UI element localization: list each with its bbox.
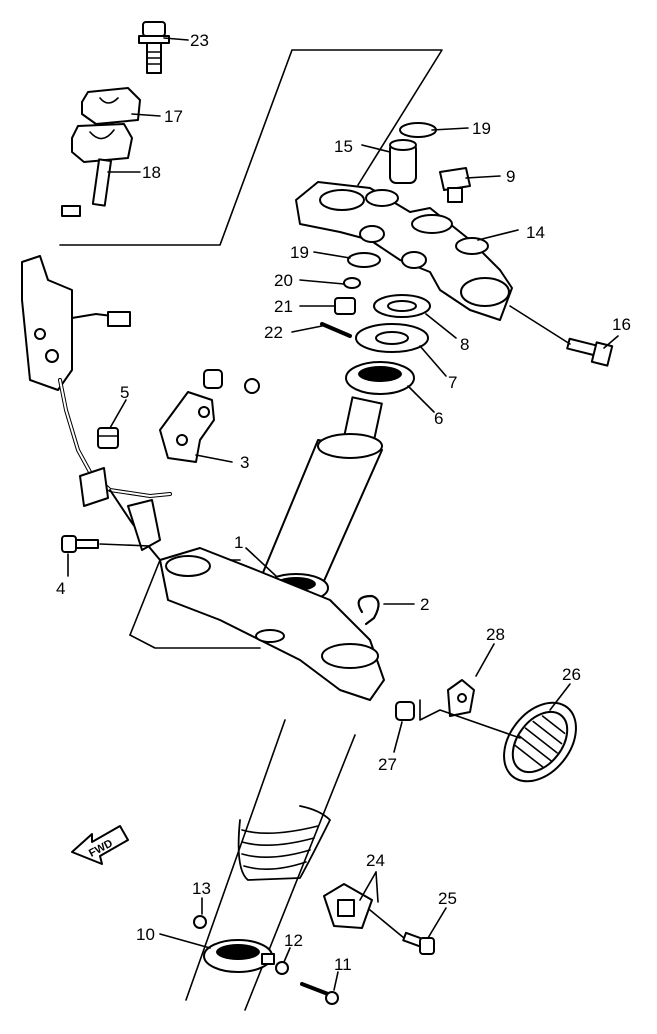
- washer-19-upper: [399, 122, 437, 138]
- reflector-bracket-28: [447, 679, 475, 717]
- pin-22: [320, 322, 352, 338]
- callout-17: 17: [164, 107, 183, 126]
- callout-5: 5: [120, 383, 129, 402]
- left-bracket: [21, 255, 172, 561]
- handlebar-holder-lower-18: [61, 123, 133, 217]
- callout-13: 13: [192, 879, 211, 898]
- nut-13: [193, 915, 207, 929]
- callout-10: 10: [136, 925, 155, 944]
- callout-15: 15: [334, 137, 353, 156]
- nut-21: [334, 297, 356, 315]
- bearing-6: [345, 361, 415, 395]
- callout-8: 8: [460, 335, 469, 354]
- callout-22: 22: [264, 323, 283, 342]
- fork-boot: [237, 805, 331, 881]
- callout-9: 9: [506, 167, 515, 186]
- callout-26: 26: [562, 665, 581, 684]
- upper-bracket-14: [295, 181, 513, 321]
- washer-19-lower: [347, 252, 381, 268]
- cable-guide-bracket-3: [159, 369, 260, 463]
- callout-16: 16: [612, 315, 631, 334]
- bolt-23: [138, 21, 170, 74]
- callout-11: 11: [334, 955, 352, 974]
- clip-2: [357, 594, 380, 626]
- clamp-5: [97, 427, 119, 449]
- callout-18: 18: [142, 163, 161, 182]
- steering-nut-9: [439, 167, 471, 203]
- collar-15: [389, 139, 417, 184]
- ring-nut-8: [373, 294, 431, 318]
- callout-27: 27: [378, 755, 397, 774]
- bearing-cover-7: [355, 323, 429, 353]
- fwd-arrow-icon: FWD: [71, 825, 129, 865]
- steering-stem: [261, 396, 383, 591]
- callout-2: 2: [420, 595, 429, 614]
- callout-21: 21: [274, 297, 293, 316]
- callout-3: 3: [240, 453, 249, 472]
- callout-28: 28: [486, 625, 505, 644]
- washer-12: [275, 961, 289, 975]
- callout-24: 24: [366, 851, 385, 870]
- callout-labels: 1 2 3 4 5 6 7 8 9 10 11 12 13 14 15 16 1…: [56, 31, 631, 974]
- washer-20: [343, 277, 361, 289]
- bolt-25: [402, 931, 435, 955]
- handlebar-holder-upper-17: [81, 87, 141, 125]
- callout-20: 20: [274, 271, 293, 290]
- callout-19-upper: 19: [472, 119, 491, 138]
- bolt-4: [61, 535, 99, 553]
- callout-1: 1: [234, 533, 243, 552]
- reflector-26: [503, 701, 577, 783]
- leader-lines: [67, 37, 619, 991]
- nut-27: [395, 701, 415, 721]
- callout-14: 14: [526, 223, 545, 242]
- under-bracket: [159, 547, 385, 701]
- callout-23: 23: [190, 31, 209, 50]
- callout-25: 25: [438, 889, 457, 908]
- callout-12: 12: [284, 931, 303, 950]
- callout-6: 6: [434, 409, 443, 428]
- callout-7: 7: [448, 373, 457, 392]
- reflector-mount-line: [419, 699, 521, 739]
- callout-4: 4: [56, 579, 65, 598]
- screw-11: [300, 982, 339, 1005]
- callout-19-lower: 19: [290, 243, 309, 262]
- fork-clamp-10: [203, 939, 275, 973]
- cable-guide-24: [323, 883, 373, 929]
- bolt-16: [566, 337, 614, 367]
